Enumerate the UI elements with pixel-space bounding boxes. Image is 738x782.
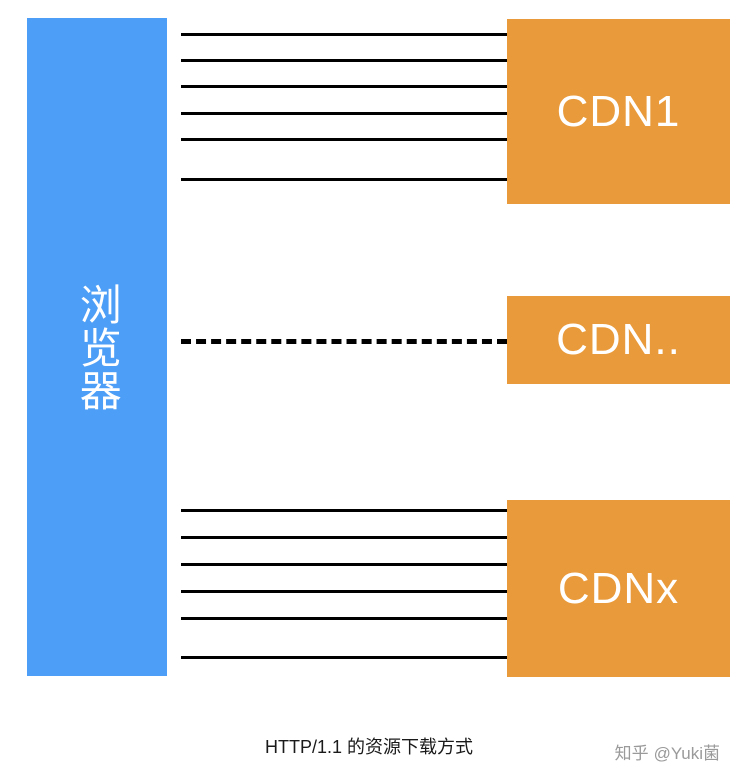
connection-line-bottom-1	[181, 509, 507, 512]
cdn-node-3-label: CDNx	[557, 563, 680, 613]
watermark: 知乎 @Yuki菌	[615, 739, 720, 764]
cdn-node-2: CDN..	[507, 296, 730, 384]
connection-line-top-2	[181, 59, 507, 62]
cdn-node-2-label: CDN..	[556, 315, 681, 364]
connection-line-top-5	[181, 138, 507, 141]
connection-line-top-6	[181, 178, 507, 181]
cdn-node-3: CDNx	[507, 500, 730, 677]
connection-line-bottom-6	[181, 656, 507, 659]
cdn-node-1-label: CDN1	[556, 86, 681, 136]
connection-line-middle-dashed	[181, 339, 507, 344]
cdn-node-1: CDN1	[507, 19, 730, 204]
connection-line-bottom-3	[181, 563, 507, 566]
connection-line-bottom-5	[181, 617, 507, 620]
connection-line-top-3	[181, 85, 507, 88]
diagram-caption: HTTP/1.1 的资源下载方式	[264, 737, 474, 757]
connection-line-bottom-4	[181, 590, 507, 593]
zhihu-logo-icon: 知乎	[614, 744, 649, 763]
connection-line-top-1	[181, 33, 507, 36]
browser-node: 浏览器	[27, 18, 167, 676]
watermark-text: @Yuki菌	[653, 744, 720, 763]
browser-node-label: 浏览器	[74, 282, 122, 412]
connection-line-bottom-2	[181, 536, 507, 539]
connection-line-top-4	[181, 112, 507, 115]
